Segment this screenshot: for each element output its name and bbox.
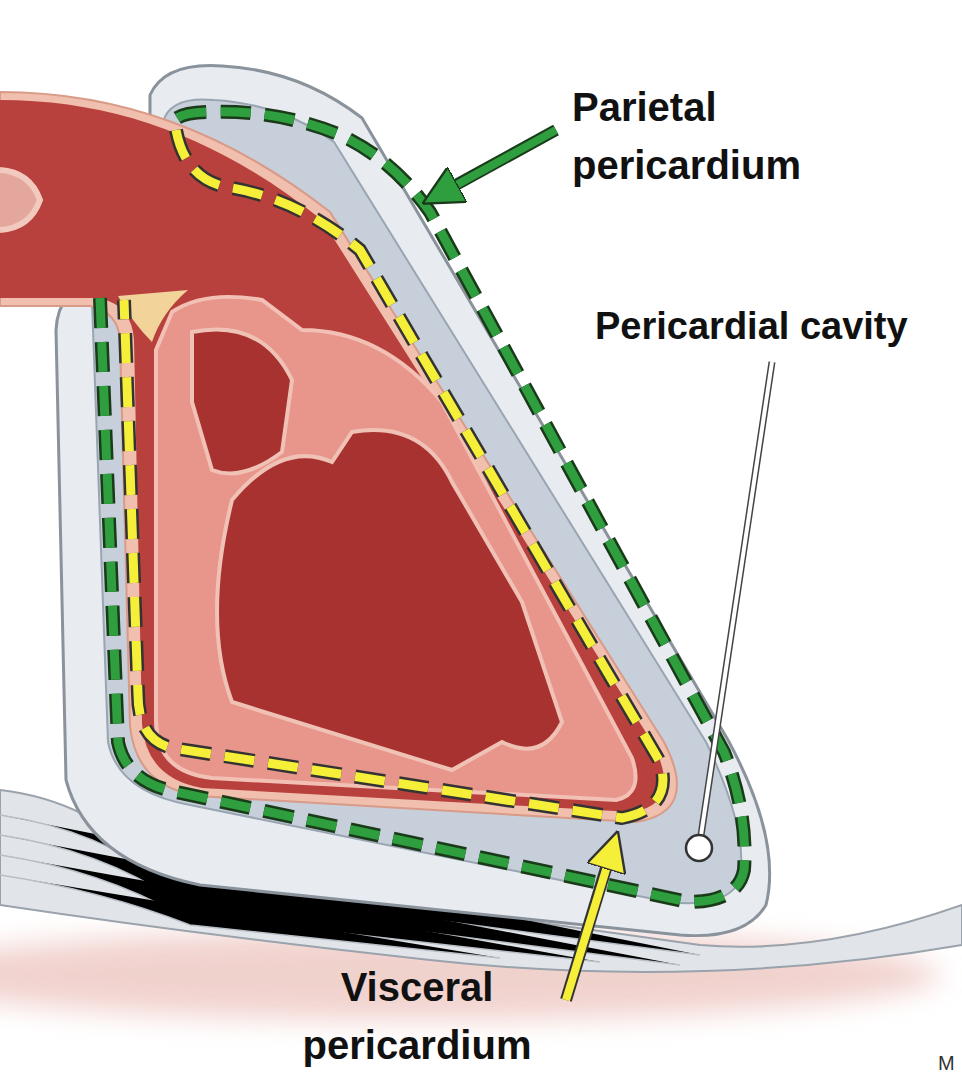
small-vessel: [0, 170, 40, 230]
leader-arrow: [440, 130, 556, 194]
leader-arrow: [566, 850, 612, 1000]
leader-line-outline: [700, 362, 772, 842]
visceral-layer-outline: [124, 130, 663, 818]
myocardium: [156, 297, 636, 800]
parietal-layer: [100, 112, 745, 902]
heart-chamber: [192, 329, 292, 473]
structure-label: Visceral pericardium: [272, 958, 562, 1074]
structure-label: Pericardial cavity: [595, 302, 955, 350]
leader-line: [700, 362, 772, 842]
leader-arrow-outline: [432, 130, 556, 198]
leader-arrow-outline: [566, 842, 614, 1000]
leader-dot: [686, 835, 712, 861]
watermark: M: [938, 1052, 958, 1074]
structure-label: Parietal pericardium: [572, 78, 892, 194]
heart-chamber: [217, 430, 562, 770]
visceral-layer-line: [124, 130, 663, 818]
parietal-layer-outline: [100, 112, 745, 902]
